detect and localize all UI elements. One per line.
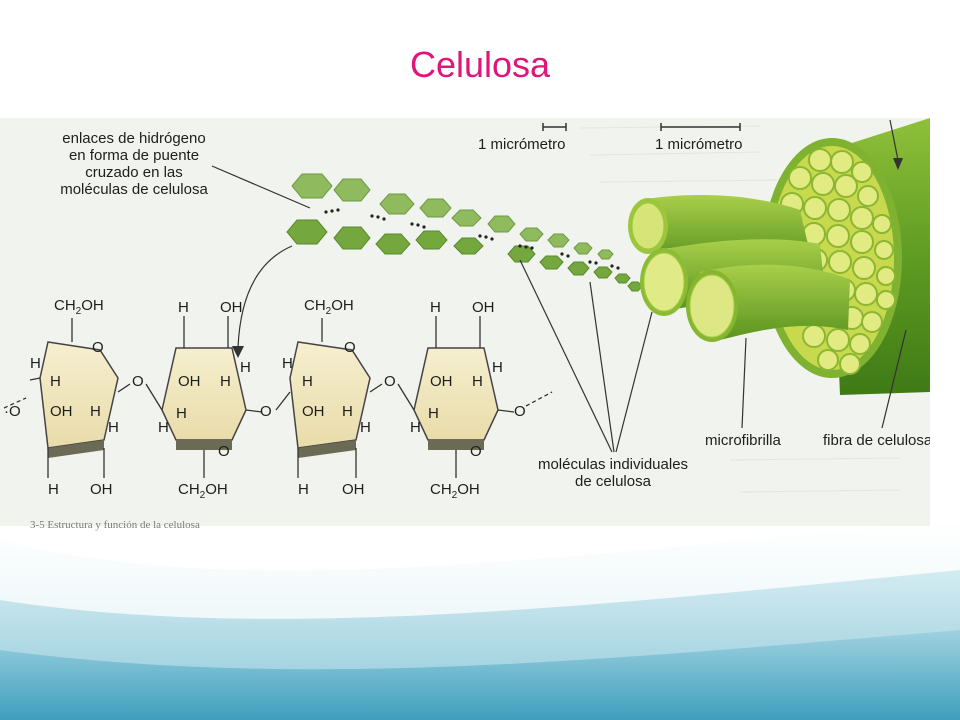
individual-molecules-line-1: moléculas individuales — [537, 456, 689, 473]
hydrogen-bonds-label: enlaces de hidrógeno en forma de puente … — [54, 130, 214, 198]
ring3-bottom-left: H — [298, 481, 309, 498]
hydrogen-bonds-line-3: cruzado en las — [85, 164, 183, 181]
ring3-left-h: H — [282, 355, 293, 372]
ring2-inner-oh: OH — [178, 373, 201, 390]
ring3-bottom-right: OH — [342, 481, 365, 498]
ring2-top-left: H — [178, 299, 189, 316]
molecule-chains — [286, 173, 643, 292]
ring2-left-h: H — [176, 405, 187, 422]
scale-label-large: 1 micrómetro — [655, 136, 743, 153]
ring1-right-h: H — [90, 403, 101, 420]
ring1-ch2oh: CH2OH — [54, 297, 104, 317]
microfibrils — [628, 195, 850, 342]
ring4-inner-oh: OH — [430, 373, 453, 390]
linkage-o-1: O — [132, 373, 144, 390]
hydrogen-bonds-line-2: en forma de puente — [68, 147, 200, 164]
individual-molecules-line-2: de celulosa — [575, 473, 651, 490]
ring3-inner-h: H — [302, 373, 313, 390]
ring1-bottom-left: H — [48, 481, 59, 498]
ring3-inner-oh: OH — [302, 403, 325, 420]
ring1-bottom-right: OH — [90, 481, 113, 498]
ring3-right-h: H — [342, 403, 353, 420]
background-texture — [579, 125, 901, 493]
ring1-inner-h: H — [50, 373, 61, 390]
microfibril-label: microfibrilla — [705, 432, 781, 449]
ring2-inner-h: H — [220, 373, 231, 390]
arrowhead — [232, 346, 244, 358]
pointer-lines — [211, 119, 907, 453]
arrowhead-fiber — [893, 158, 903, 170]
ring4-top-right: OH — [472, 299, 495, 316]
linkage-o-3: O — [384, 373, 396, 390]
ring4-inner-h: H — [472, 373, 483, 390]
ring3-ch2oh: CH2OH — [304, 297, 354, 317]
hydrogen-bonds-line-4: moléculas de celulosa — [60, 181, 208, 198]
ring2-right-h: H — [240, 359, 251, 376]
cellulose-figure: enlaces de hidrógeno en forma de puente … — [0, 118, 930, 526]
ring2-bottom: CH2OH — [178, 481, 228, 501]
slide-title: Celulosa — [409, 44, 551, 85]
linkage-o-4: O — [514, 403, 526, 420]
fiber-label: fibra de celulosa — [823, 432, 930, 449]
ring2-top-right: OH — [220, 299, 243, 316]
ring4-top-left: H — [430, 299, 441, 316]
ring1-ring-o: O — [92, 339, 104, 356]
ring3-ring-o: O — [344, 339, 356, 356]
ring4-right-h: H — [492, 359, 503, 376]
ring1-right-lower-h: H — [108, 419, 119, 436]
ring4-left-lower-h: H — [410, 419, 421, 436]
ring1-left-h: H — [30, 355, 41, 372]
figure-caption-fragment: 3-5 Estructura y función de la celulosa — [30, 519, 200, 531]
ring2-left-lower-h: H — [158, 419, 169, 436]
ring4-left-h: H — [428, 405, 439, 422]
ring1-inner-oh: OH — [50, 403, 73, 420]
ring2-ring-o: O — [218, 443, 230, 460]
scale-bars — [542, 123, 741, 131]
ring4-bottom: CH2OH — [430, 481, 480, 501]
linkage-o-2: O — [260, 403, 272, 420]
individual-molecules-label: moléculas individuales de celulosa — [528, 456, 698, 490]
glucose-rings — [3, 316, 553, 478]
ring4-ring-o: O — [470, 443, 482, 460]
cellulose-illustration — [3, 118, 930, 493]
scale-label-small: 1 micrómetro — [478, 136, 566, 153]
ring3-right-lower-h: H — [360, 419, 371, 436]
hydrogen-bonds-line-1: enlaces de hidrógeno — [62, 130, 206, 147]
chain-start-o: ·O — [4, 403, 21, 420]
